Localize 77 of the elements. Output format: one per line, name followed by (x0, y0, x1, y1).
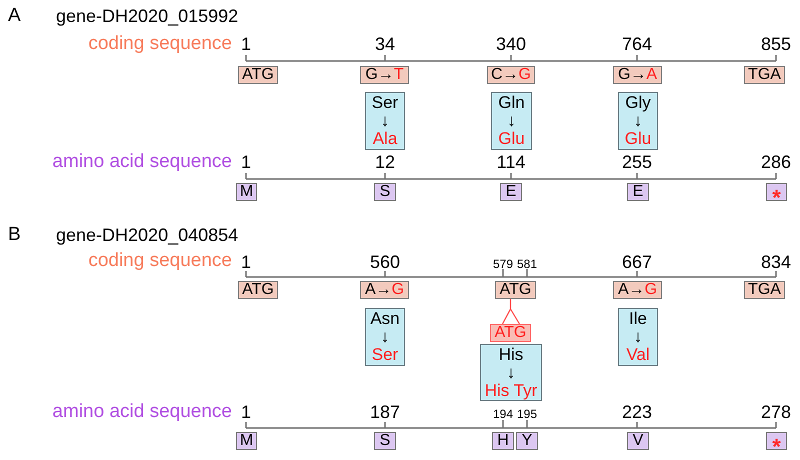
amino-acid-change-box (618, 92, 658, 150)
amino-acid-label: Ile (629, 310, 647, 328)
codon-change-box: C→G (487, 66, 535, 84)
amino-acid-label: Ser (372, 94, 398, 112)
gene-name: gene-DH2020_040854 (56, 226, 238, 244)
down-arrow: ↓ (380, 328, 390, 346)
amino-acid-change-box (365, 308, 405, 366)
stop-residue-box: * (766, 432, 787, 450)
residue-box: M (236, 183, 257, 201)
substituted-amino-acid-label: Ala (372, 130, 398, 148)
amino-acid-label: Asn (370, 310, 400, 328)
residue-box: E (627, 183, 649, 201)
position-number: 834 (760, 253, 792, 271)
position-number: 195 (516, 408, 538, 420)
position-number: 1 (241, 403, 251, 421)
position-number: 286 (760, 153, 792, 171)
position-number: 12 (374, 153, 396, 171)
codon-change-box: G→T (360, 66, 409, 84)
residue-box: H (492, 432, 514, 450)
residue-box: E (500, 183, 522, 201)
stop-residue-box: * (766, 183, 787, 201)
insertion-line (502, 298, 520, 325)
down-arrow: ↓ (380, 112, 390, 130)
track-label: amino acid sequence (52, 152, 232, 170)
track-label: amino acid sequence (52, 402, 232, 420)
down-arrow: ↓ (506, 364, 516, 382)
amino-acid-change-box (480, 344, 542, 401)
track-label: coding sequence (88, 250, 232, 270)
amino-acid-label: His (498, 346, 524, 364)
position-number: 560 (370, 253, 400, 271)
residue-box: V (627, 432, 649, 450)
inserted-codon-box: ATG (490, 324, 531, 342)
substituted-amino-acid-label: His Tyr (484, 382, 538, 400)
codon-box: TGA (744, 66, 785, 84)
substituted-amino-acid-label: Val (626, 346, 650, 364)
position-number: 1 (241, 35, 251, 53)
position-number: 278 (760, 403, 792, 421)
position-number: 581 (516, 258, 538, 270)
position-number: 1 (241, 253, 251, 271)
substituted-amino-acid-label: Glu (624, 130, 652, 148)
position-number: 667 (622, 253, 652, 271)
position-number: 855 (760, 35, 792, 53)
substituted-amino-acid-label: Glu (498, 130, 525, 148)
position-number: 223 (622, 403, 652, 421)
panel-letter: A (8, 6, 21, 24)
position-number: 114 (496, 153, 526, 171)
codon-change-box: A→G (613, 281, 662, 299)
position-number: 340 (496, 35, 526, 53)
amino-acid-change-box (618, 308, 658, 366)
position-number: 187 (370, 403, 400, 421)
residue-box: Y (516, 432, 538, 450)
amino-acid-change-box (491, 92, 532, 150)
codon-change-box: G→A (613, 66, 662, 84)
panel-letter: B (8, 224, 21, 244)
amino-acid-label: Gly (625, 94, 651, 112)
down-arrow: ↓ (507, 112, 516, 130)
substituted-amino-acid-label: Ser (372, 346, 398, 364)
codon-box: ATG (238, 281, 278, 299)
codon-box: ATG (495, 281, 536, 299)
residue-box: S (374, 183, 396, 201)
amino-acid-change-box (365, 92, 405, 150)
gene-name: gene-DH2020_015992 (56, 7, 238, 25)
amino-acid-label: Gln (498, 94, 525, 112)
residue-box: S (374, 432, 396, 450)
codon-box: ATG (238, 66, 278, 84)
position-number: 579 (492, 258, 514, 270)
down-arrow: ↓ (634, 328, 642, 346)
position-number: 194 (492, 408, 514, 420)
position-number: 255 (622, 153, 652, 171)
codon-box: TGA (744, 281, 785, 299)
position-number: 764 (622, 35, 652, 53)
down-arrow: ↓ (634, 112, 642, 130)
track-label: coding sequence (88, 34, 232, 52)
position-number: 1 (241, 153, 251, 171)
codon-change-box: A→G (360, 281, 409, 299)
residue-box: M (236, 432, 257, 450)
position-number: 34 (374, 35, 396, 53)
